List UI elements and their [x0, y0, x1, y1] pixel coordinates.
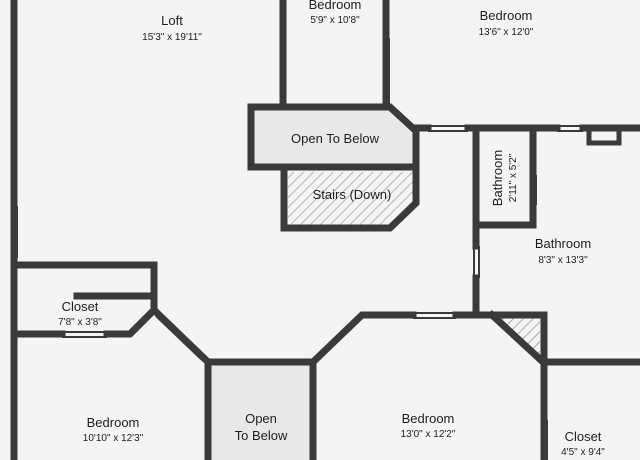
bedroom-bottom-mid-name: Bedroom	[402, 411, 455, 426]
window-bathroom-right	[557, 125, 583, 132]
stairs-wall	[280, 165, 420, 232]
window-top-right	[428, 125, 468, 132]
bathroom-right-dim: 8'3" x 13'3"	[538, 255, 588, 266]
door-bathroom-right	[473, 246, 480, 278]
open-to-below-bottom-line1: Open	[245, 411, 277, 426]
open-to-below-top-label: Open To Below	[291, 131, 380, 146]
bedroom-top-small-name: Bedroom	[309, 0, 362, 12]
open-to-below-top-area	[251, 110, 413, 167]
window-corridor-mid	[413, 312, 456, 319]
bathroom-small-name: Bathroom	[490, 150, 505, 206]
closet-right-dim: 4'5" x 9'4"	[561, 447, 605, 458]
wall-stair-corner	[487, 310, 548, 367]
door-bathroom-small	[530, 175, 537, 205]
wall-bedroom-mid-top-right	[452, 311, 548, 460]
stairs-area	[288, 172, 413, 226]
loft-name: Loft	[161, 13, 183, 28]
stairs-label: Stairs (Down)	[313, 187, 392, 202]
door-closet-right	[541, 420, 548, 460]
window-left-wall	[11, 206, 18, 258]
bedroom-top-right-name: Bedroom	[480, 8, 533, 23]
closet-left-dim: 7'8" x 3'8"	[58, 317, 102, 328]
closet-left-name: Closet	[62, 299, 99, 314]
window-closet-left	[62, 331, 107, 338]
bathroom-right-name: Bathroom	[535, 236, 591, 251]
closet-right-name: Closet	[565, 429, 602, 444]
loft-dim: 15'3" x 19'11"	[142, 32, 202, 43]
open-to-below-bottom-line2: To Below	[235, 428, 288, 443]
bedroom-bottom-mid-dim: 13'0" x 12'2"	[401, 429, 456, 440]
wall-bedroom-mid-top	[308, 311, 417, 367]
open-to-below-bottom-area	[209, 365, 313, 460]
bedroom-top-small-dim: 5'9" x 10'8"	[310, 15, 360, 26]
open-to-below-top-wall	[247, 103, 420, 171]
bathroom-small-dim: 2'11" x 5'2"	[508, 153, 519, 202]
door-open-to-below-diagonal	[155, 315, 203, 361]
bathroom-small-label-group: Bathroom 2'11" x 5'2"	[490, 150, 519, 206]
bedroom-top-right-dim: 13'6" x 12'0"	[479, 27, 534, 38]
wall-niche	[586, 125, 622, 146]
bedroom-bottom-left-name: Bedroom	[87, 415, 140, 430]
door-top-right-bedroom	[383, 38, 390, 104]
small-bathroom-wall	[472, 127, 537, 229]
bedroom-bottom-left-dim: 10'10" x 12'3"	[83, 433, 144, 444]
